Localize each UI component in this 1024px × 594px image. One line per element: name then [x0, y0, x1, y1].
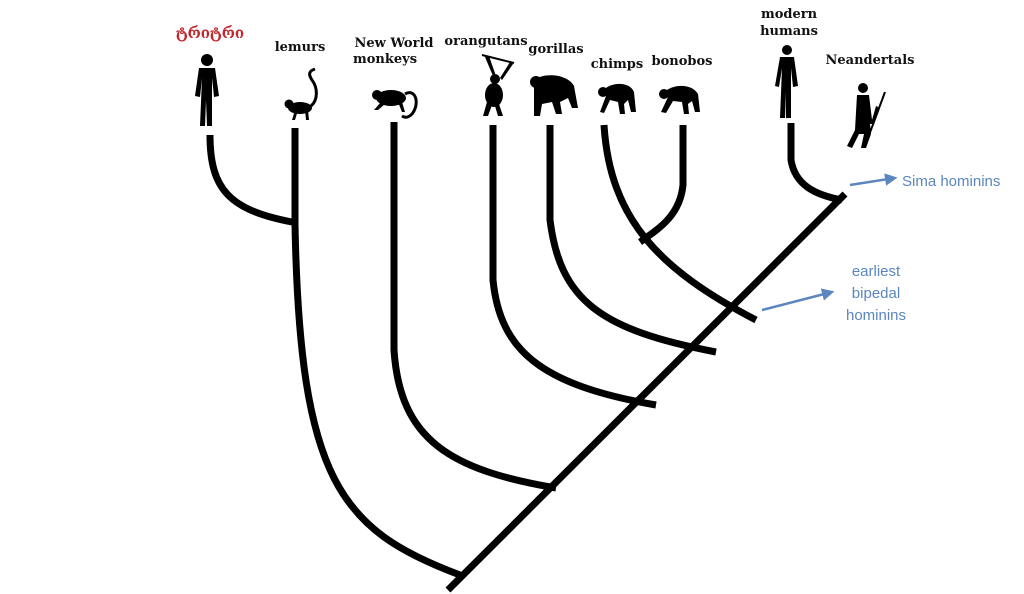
bonobo-icon [659, 85, 700, 114]
gorilla-icon [530, 75, 578, 116]
sima-hominins-annotation: Sima hominins [849, 173, 1000, 190]
lemur-icon [284, 67, 318, 120]
branch-lemurs [291, 128, 462, 579]
chimp-icon [598, 83, 636, 114]
modern-human-figure-icon [775, 45, 798, 118]
trunk [445, 191, 848, 593]
bipedal-label-line3: hominins [846, 307, 906, 324]
branch-unknown-taxon [206, 134, 293, 226]
branch-orangutans [489, 125, 657, 409]
sima-arrow [849, 173, 898, 187]
branch-bonobos [637, 125, 687, 245]
taxon-label-gorillas: gorillas [528, 42, 583, 57]
bipedal-arrow [761, 288, 835, 312]
bipedal-label-line1: earliest [852, 263, 901, 280]
monkey-icon [372, 90, 418, 119]
taxon-label-orangutans: orangutans [444, 34, 527, 49]
earliest-bipedal-annotation: earliest bipedal hominins [761, 263, 906, 324]
taxon-label-chimps: chimps [591, 57, 643, 72]
taxon-label-unknown: ტრიტრი [176, 24, 244, 42]
branch-new-world-monkeys [390, 122, 557, 492]
sima-hominins-label: Sima hominins [902, 173, 1000, 190]
taxon-label-lemurs: lemurs [275, 40, 326, 55]
neandertal-with-spear-icon [847, 83, 886, 148]
orangutan-icon [481, 54, 515, 116]
taxon-label-new-world-line1: New World [355, 36, 434, 51]
branch-gorillas [546, 125, 717, 356]
taxon-label-modern-humans-line1: modern [761, 7, 818, 22]
taxon-label-modern-humans-line2: humans [760, 24, 818, 39]
branch-modern-humans [787, 123, 843, 204]
taxon-label-bonobos: bonobos [652, 54, 713, 69]
taxon-label-neandertals: Neandertals [826, 53, 915, 68]
branches [206, 122, 848, 593]
unknown-taxon-human-figure-icon [195, 54, 219, 126]
taxon-label-new-world-line2: monkeys [353, 52, 417, 67]
bipedal-label-line2: bipedal [852, 285, 900, 302]
